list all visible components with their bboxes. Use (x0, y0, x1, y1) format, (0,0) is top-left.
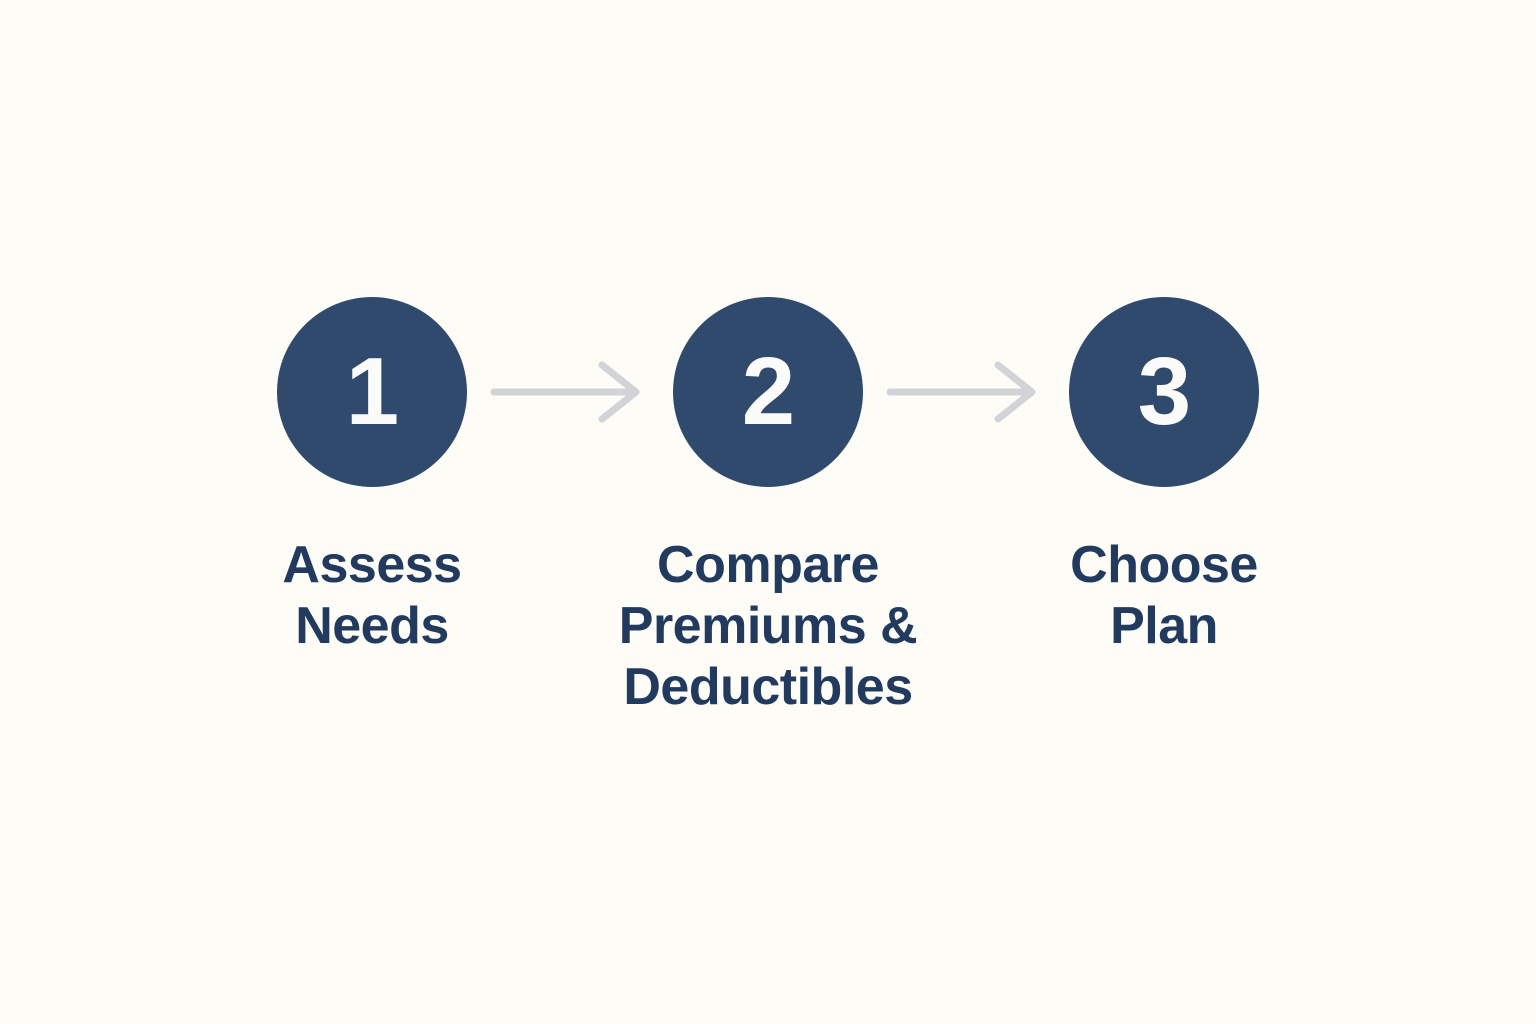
step-3-number: 3 (1137, 338, 1191, 445)
step-3-number-circle[interactable]: 3 (1069, 297, 1259, 487)
step-1-number-circle[interactable]: 1 (277, 297, 467, 487)
step-3-label: Choose Plan (954, 535, 1374, 657)
step-2-number-circle[interactable]: 2 (673, 297, 863, 487)
step-2-label: Compare Premiums & Deductibles (558, 535, 978, 717)
step-1-label-line-2: Needs (295, 596, 449, 655)
step-3-label-line-1: Choose (1070, 536, 1258, 594)
step-2-number: 2 (741, 338, 795, 445)
step-2-label-line-3: Deductibles (623, 657, 913, 716)
connector-1 (475, 297, 665, 487)
arrow-right-icon (886, 361, 1036, 423)
step-1-label-line-1: Assess (282, 536, 462, 594)
connector-2 (871, 297, 1061, 487)
step-3[interactable]: 3 Choose Plan (1019, 297, 1309, 657)
step-1-number: 1 (345, 338, 399, 445)
step-2-label-line-1: Compare (657, 536, 879, 594)
arrow-right-icon (490, 361, 640, 423)
step-flow: 1 Assess Needs 2 Compare Premiums & Dedu… (0, 297, 1536, 717)
step-2-label-line-2: Premiums & (618, 596, 918, 655)
step-1[interactable]: 1 Assess Needs (227, 297, 517, 657)
step-1-label: Assess Needs (162, 535, 582, 657)
step-2[interactable]: 2 Compare Premiums & Deductibles (619, 297, 918, 717)
step-3-label-line-2: Plan (1110, 596, 1218, 655)
